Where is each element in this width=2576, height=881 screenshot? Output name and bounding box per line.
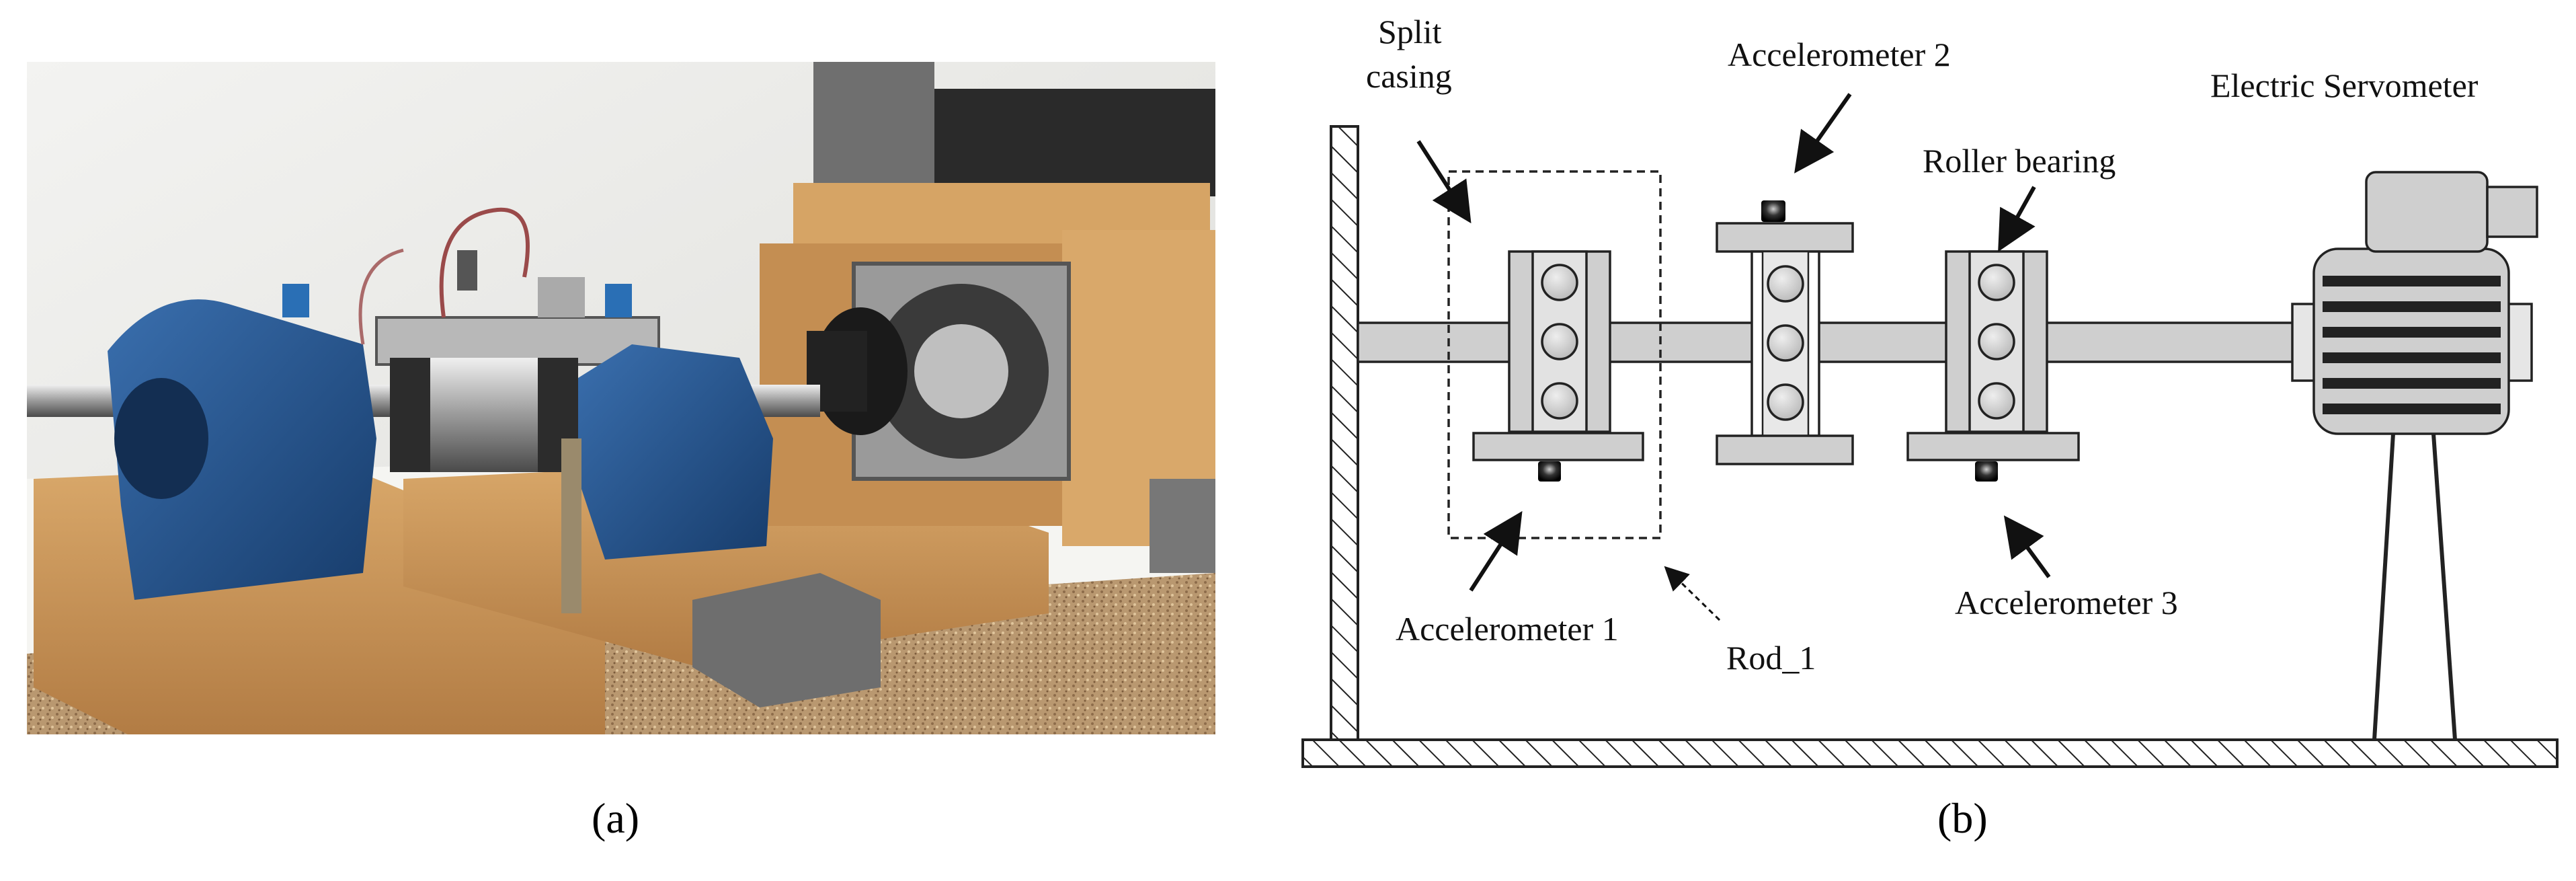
label-casing: casing [1366, 57, 1452, 95]
accelerometer-2-sensor [1761, 200, 1785, 222]
label-electric-servometer: Electric Servometer [2210, 67, 2479, 104]
label-accelerometer-1: Accelerometer 1 [1396, 610, 1619, 648]
label-split: Split [1378, 13, 1442, 50]
split-casing-arrow [1416, 140, 1472, 224]
rod-arrow [1664, 566, 1721, 621]
electric-servometer [2291, 171, 2538, 740]
ground-base [1301, 738, 2559, 768]
caption-a: (a) [592, 794, 640, 842]
bearing-2 [1716, 200, 1854, 465]
accelerometer-1-sensor [1538, 461, 1561, 482]
accelerometer-2-arrow [1794, 93, 1852, 174]
split-casing-boundary [1447, 170, 1662, 539]
accelerometer-3-arrow [2003, 515, 2051, 578]
label-roller-bearing: Roller bearing [1923, 142, 2116, 180]
label-accelerometer-3: Accelerometer 3 [1955, 584, 2178, 621]
schematic-diagram: Split casing Accelerometer 2 Roller bear… [1291, 0, 2576, 807]
shaft [1357, 321, 2297, 363]
accelerometer-1-arrow [1469, 510, 1523, 592]
bearing-3-roller [1906, 250, 2080, 482]
accelerometer-3-sensor [1975, 461, 1998, 482]
bearing-1 [1472, 250, 1644, 482]
roller-bearing-arrow [1998, 186, 2036, 252]
test-rig-photo [27, 62, 1215, 734]
label-accelerometer-2: Accelerometer 2 [1728, 36, 1951, 73]
caption-b: (b) [1937, 794, 1988, 842]
label-rod: Rod_1 [1726, 639, 1816, 677]
left-wall [1330, 125, 1359, 741]
